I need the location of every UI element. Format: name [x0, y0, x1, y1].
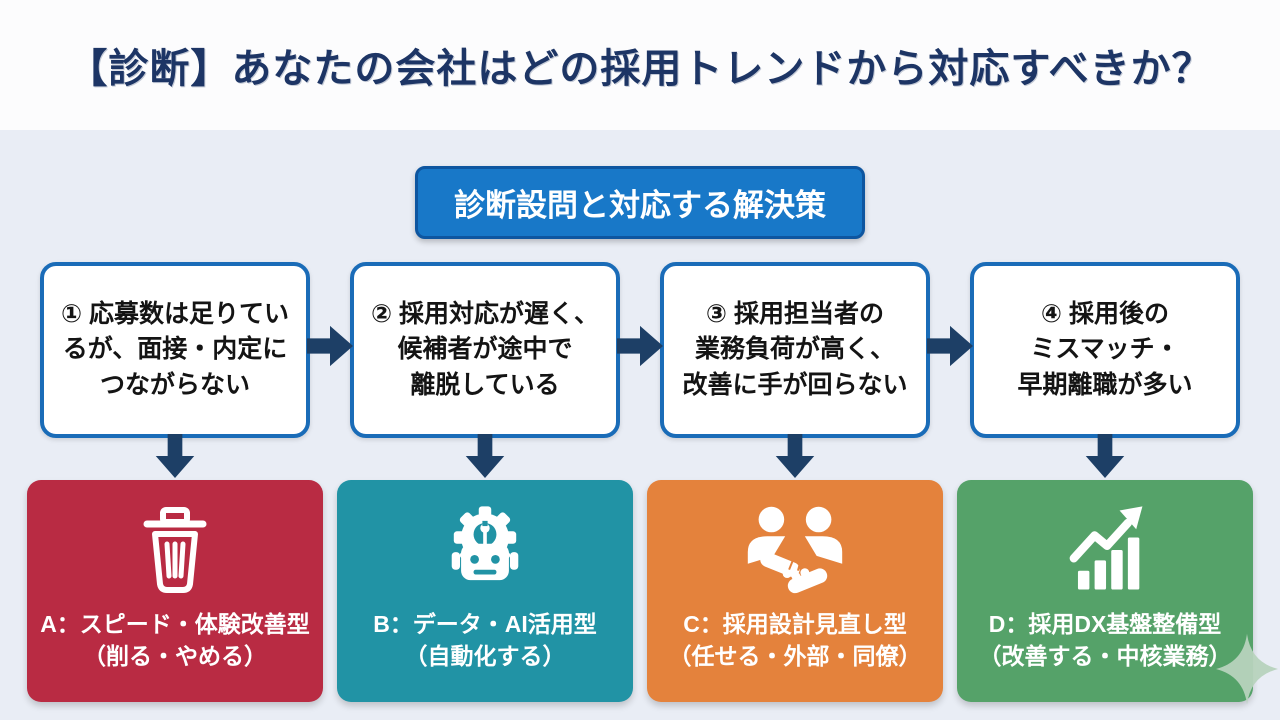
solution-label: C：採用設計見直し型 （任せる・外部・同僚） [668, 611, 922, 670]
robot-gear-icon [433, 494, 537, 606]
arrow-right-icon [617, 325, 663, 367]
question-box-3: ③ 採用担当者の 業務負荷が高く、 改善に手が回らない [660, 262, 930, 438]
question-text: ① 応募数は足りてい るが、面接・内定に つながらない [60, 299, 290, 399]
solution-row: A：スピード・体験改善型 （削る・やめる） [27, 480, 1253, 702]
arrow-right-icon [307, 325, 353, 367]
question-text: ③ 採用担当者の 業務負荷が高く、 改善に手が回らない [682, 299, 908, 399]
question-text: ④ 採用後の ミスマッチ・ 早期離職が多い [1017, 299, 1193, 399]
solution-card-a: A：スピード・体験改善型 （削る・やめる） [27, 480, 323, 702]
trash-icon [125, 494, 225, 606]
growth-chart-icon [1053, 494, 1157, 606]
arrow-down-icon [1084, 434, 1126, 478]
question-box-4: ④ 採用後の ミスマッチ・ 早期離職が多い [970, 262, 1240, 438]
solution-card-b: B：データ・AI活用型 （自動化する） [337, 480, 633, 702]
solution-label: D：採用DX基盤整備型 （改善する・中核業務） [978, 611, 1232, 670]
arrow-down-icon [464, 434, 506, 478]
question-text: ② 採用対応が遅く、 候補者が途中で 離脱している [370, 299, 600, 399]
arrow-down-icon [774, 434, 816, 478]
sparkle-decoration [1216, 632, 1278, 706]
solution-label: A：スピード・体験改善型 （削る・やめる） [40, 611, 310, 670]
question-box-2: ② 採用対応が遅く、 候補者が途中で 離脱している [350, 262, 620, 438]
section-banner: 診断設問と対応する解決策 [415, 166, 865, 239]
handshake-icon [736, 494, 854, 606]
title-band: 【診断】あなたの会社はどの採用トレンドから対応すべきか？ [0, 0, 1280, 130]
solution-card-c: C：採用設計見直し型 （任せる・外部・同僚） [647, 480, 943, 702]
question-row: ① 応募数は足りてい るが、面接・内定に つながらない ② 採用対応が遅く、 候… [27, 262, 1253, 438]
solution-label: B：データ・AI活用型 （自動化する） [373, 611, 597, 670]
solution-card-d: D：採用DX基盤整備型 （改善する・中核業務） [957, 480, 1253, 702]
arrow-right-icon [927, 325, 973, 367]
page-title: 【診断】あなたの会社はどの採用トレンドから対応すべきか？ [67, 47, 1213, 91]
arrow-down-icon [154, 434, 196, 478]
question-box-1: ① 応募数は足りてい るが、面接・内定に つながらない [40, 262, 310, 438]
